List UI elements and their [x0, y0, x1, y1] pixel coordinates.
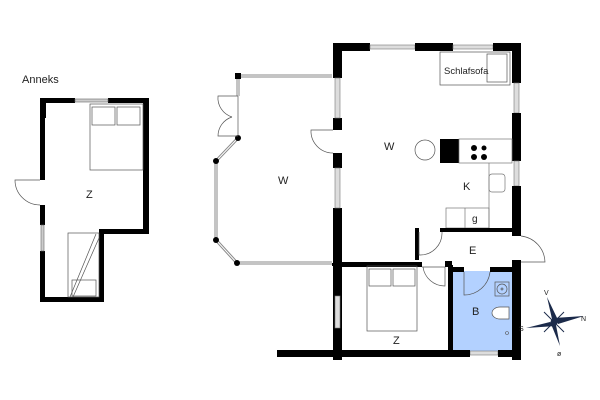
- room-label-bathroom: B: [472, 306, 479, 318]
- window: [334, 77, 341, 119]
- door: [14, 179, 41, 206]
- annex-building: Anneks Z: [14, 74, 149, 302]
- window: [334, 167, 341, 209]
- toilet-icon: [491, 306, 510, 320]
- compass-south: S: [519, 326, 524, 333]
- double-bed: [366, 265, 418, 332]
- compass-rose-icon: V N S ø: [519, 290, 586, 358]
- door: [463, 271, 491, 296]
- entrance-door: [520, 235, 546, 263]
- window: [74, 98, 109, 103]
- compass-east: ø: [557, 351, 562, 358]
- round-table: [414, 139, 436, 161]
- double-bed: [89, 103, 144, 171]
- washbasin-icon: [494, 281, 510, 297]
- room-label-kitchen: K: [463, 181, 471, 193]
- window: [469, 350, 499, 356]
- room-label-living-right: W: [384, 141, 395, 153]
- room-label-bedroom: Z: [393, 335, 400, 347]
- french-door: [217, 95, 238, 118]
- stove-icon: [471, 145, 487, 160]
- main-building: Schlafsofa W W K g E: [213, 43, 546, 360]
- room-label-entrance: E: [469, 245, 476, 257]
- window: [334, 295, 341, 329]
- compass-north: N: [581, 316, 586, 323]
- annex-title: Anneks: [22, 74, 59, 86]
- sofa-bed: [439, 51, 511, 86]
- window: [40, 224, 45, 252]
- window: [513, 82, 520, 114]
- room-label-living-left: W: [278, 175, 289, 187]
- door: [418, 231, 443, 256]
- window: [452, 44, 494, 50]
- door: [310, 129, 334, 154]
- window: [513, 160, 520, 187]
- bay-windows: [214, 74, 332, 265]
- door: [422, 266, 446, 287]
- kitchen-g-label: g: [472, 214, 478, 225]
- room-label-annex-z: Z: [86, 189, 93, 201]
- sofa-label: Schlafsofa: [444, 66, 489, 77]
- compass-west: V: [544, 290, 549, 297]
- single-bed: [67, 232, 100, 298]
- window: [369, 44, 416, 50]
